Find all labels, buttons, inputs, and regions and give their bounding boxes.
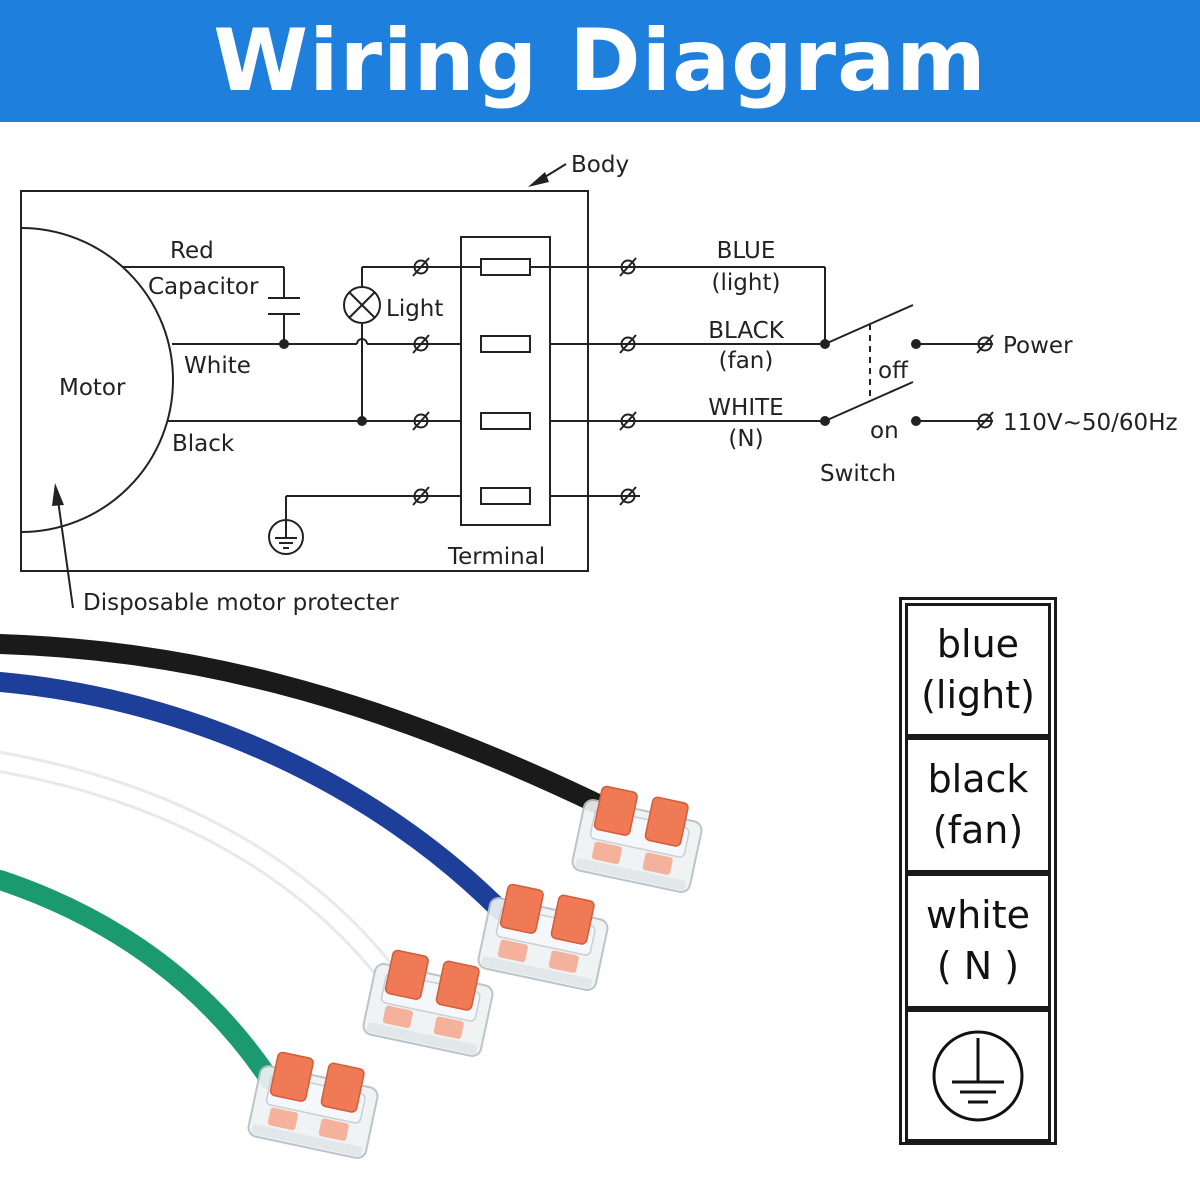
terminal-label: Terminal	[447, 544, 545, 570]
blue-wire-label: BLUE	[717, 238, 776, 264]
capacitor-label: Capacitor	[148, 274, 259, 300]
legend-row-black: black (fan)	[905, 737, 1051, 873]
black-label: Black	[172, 431, 235, 457]
body-outline	[20, 190, 589, 572]
light-label: Light	[386, 296, 443, 322]
ground-icon	[932, 1030, 1024, 1121]
page-title: Wiring Diagram	[213, 11, 987, 111]
body-label: Body	[571, 152, 629, 178]
motor-outline	[20, 227, 174, 533]
green-wire	[0, 870, 280, 1090]
legend-black-use: (fan)	[932, 808, 1024, 852]
terminal-block	[460, 236, 551, 526]
on-label: on	[870, 418, 899, 444]
motor-label: Motor	[59, 375, 126, 401]
connector-black	[569, 781, 708, 895]
legend-blue-use: (light)	[921, 673, 1035, 717]
legend-white-name: white	[926, 892, 1030, 937]
white-wire-label: WHITE	[708, 395, 783, 421]
power-label: Power	[1003, 333, 1073, 359]
blue-wire	[0, 672, 510, 920]
black-wire	[0, 634, 610, 815]
legend-row-blue: blue (light)	[905, 603, 1051, 737]
legend-blue-name: blue	[936, 621, 1020, 666]
connector-blue	[475, 879, 614, 993]
legend-black-name: black	[927, 756, 1029, 801]
black-wire-label: BLACK	[708, 318, 785, 344]
title-banner: Wiring Diagram	[0, 0, 1200, 122]
legend-white-use: ( N )	[936, 944, 1020, 988]
black-wire-sub: (fan)	[719, 348, 774, 374]
connector-green	[245, 1047, 384, 1161]
wire-photo	[0, 634, 708, 1161]
connector-white	[360, 945, 499, 1059]
legend-row-white: white ( N )	[905, 873, 1051, 1009]
red-label: Red	[170, 238, 214, 264]
ground-symbol-icon	[268, 519, 304, 555]
blue-wire-sub: (light)	[712, 270, 781, 296]
white-wire-sub: (N)	[728, 426, 763, 452]
protector-label: Disposable motor protecter	[83, 590, 399, 616]
white-label: White	[184, 353, 251, 379]
switch-label: Switch	[820, 461, 896, 487]
voltage-label: 110V~50/60Hz	[1003, 410, 1178, 436]
legend-row-ground	[905, 1009, 1051, 1142]
off-label: off	[878, 358, 909, 384]
color-legend: blue (light) black (fan) white ( N )	[899, 597, 1057, 1145]
